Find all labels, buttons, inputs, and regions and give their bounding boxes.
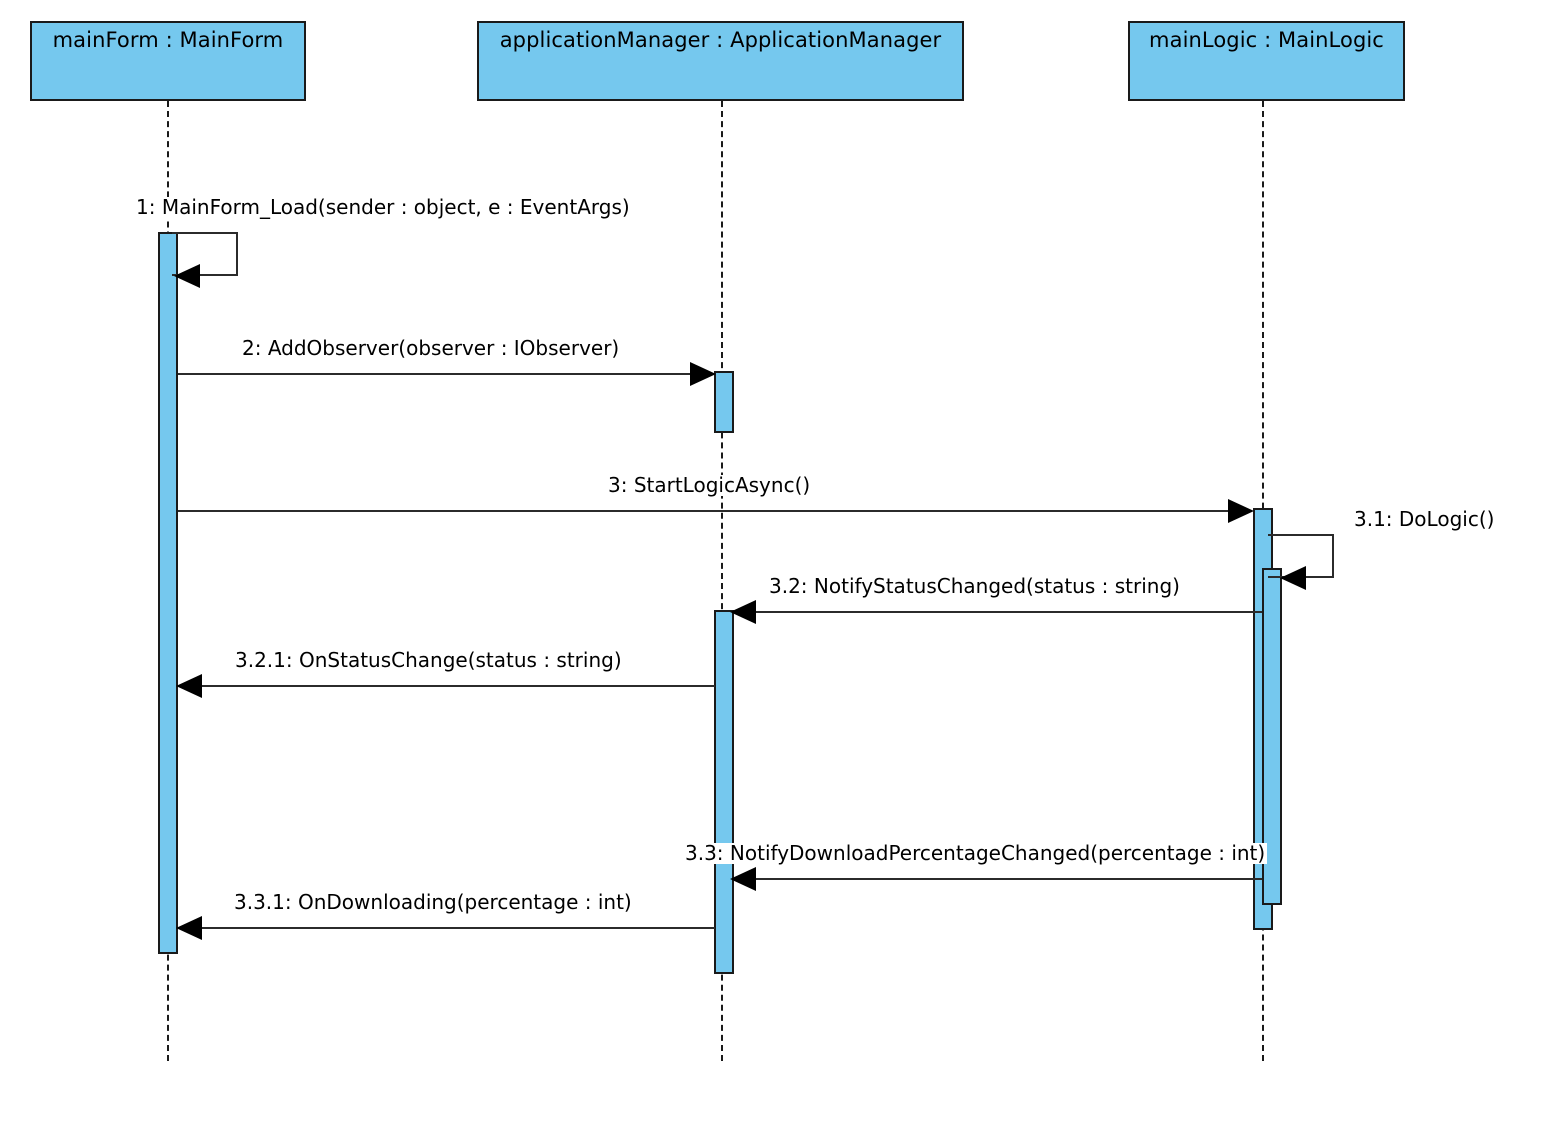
activation-bar-applicationManager-notify [714,610,734,974]
arrow-head-3-2-1 [176,674,202,698]
message-label-3-1: 3.1: DoLogic() [1352,507,1497,531]
lifeline-head-mainLogic[interactable]: mainLogic : MainLogic [1128,21,1405,101]
message-label-1: 1: MainForm_Load(sender : object, e : Ev… [134,195,632,219]
lifeline-head-mainForm[interactable]: mainForm : MainForm [30,21,306,101]
message-line-3-2 [753,611,1262,613]
message-line-3 [178,510,1230,512]
message-label-3-3: 3.3: NotifyDownloadPercentageChanged(per… [683,841,1268,865]
lifeline-label-mainForm: mainForm : MainForm [52,28,284,52]
arrow-head-3-1 [1280,566,1306,590]
message-label-3-2: 3.2: NotifyStatusChanged(status : string… [767,574,1182,598]
arrow-head-2 [690,362,716,386]
message-label-3-3-1: 3.3.1: OnDownloading(percentage : int) [232,890,634,914]
lifeline-head-applicationManager[interactable]: applicationManager : ApplicationManager [477,21,964,101]
lifeline-label-mainLogic: mainLogic : MainLogic [1149,28,1384,52]
message-line-2 [178,373,693,375]
message-line-3-3-1 [200,927,715,929]
activation-bar-mainLogic-nested [1262,568,1282,905]
arrow-head-3-3 [730,867,756,891]
arrow-head-3-3-1 [176,916,202,940]
selfcall-path-1 [172,232,238,276]
message-label-3-2-1: 3.2.1: OnStatusChange(status : string) [233,648,624,672]
message-line-3-3 [753,878,1262,880]
message-line-3-2-1 [200,685,715,687]
arrow-head-3 [1228,499,1254,523]
activation-bar-mainForm [158,232,178,954]
message-label-3: 3: StartLogicAsync() [606,473,813,497]
arrow-head-1 [174,264,200,288]
activation-bar-applicationManager-addobserver [714,371,734,433]
lifeline-stem-applicationManager [721,101,723,1061]
message-label-2: 2: AddObserver(observer : IObserver) [240,336,622,360]
lifeline-label-applicationManager: applicationManager : ApplicationManager [499,28,942,52]
arrow-head-3-2 [730,600,756,624]
